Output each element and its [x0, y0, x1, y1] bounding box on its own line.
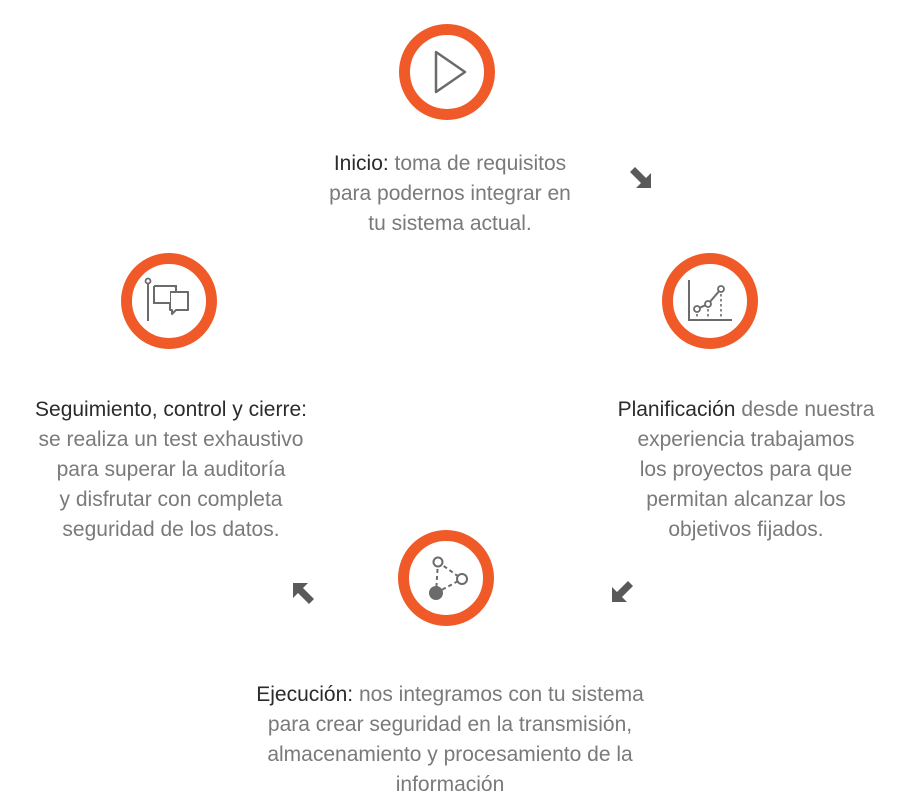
step-ejecucion-line: nos integramos con tu sistema — [353, 683, 644, 706]
step-ejecucion-line: almacenamiento y procesamiento de la — [267, 743, 633, 766]
step-inicio-ring — [399, 24, 495, 120]
step-seguimiento-line: y disfrutar con completa — [59, 488, 283, 511]
step-planificacion-heading: Planificación — [617, 398, 736, 421]
step-planificacion-ring — [662, 253, 758, 349]
arrow-up-left-icon — [293, 583, 314, 604]
step-seguimiento-ring — [121, 253, 217, 349]
play-icon — [434, 50, 467, 94]
step-ejecucion-text: Ejecución: nos integramos con tu sistema… — [220, 680, 680, 800]
network-nodes-icon — [429, 556, 468, 600]
step-planificacion-line: permitan alcanzar los — [646, 488, 846, 511]
step-seguimiento-line: para superar la auditoría — [56, 458, 286, 481]
step-inicio-line: toma de requisitos — [388, 152, 567, 175]
line-chart-icon — [688, 280, 732, 321]
step-planificacion-line: experiencia trabajamos — [637, 428, 855, 451]
step-seguimiento-text: Seguimiento, control y cierre: se realiz… — [0, 395, 342, 545]
step-planificacion-line: los proyectos para que — [639, 458, 853, 481]
step-inicio-line: para podernos integrar en — [329, 182, 571, 205]
step-inicio-line: tu sistema actual. — [368, 212, 532, 235]
step-inicio-heading: Inicio: — [333, 152, 389, 175]
step-inicio-text: Inicio: toma de requisitos para podernos… — [290, 149, 610, 239]
step-planificacion-line: desde nuestra — [735, 398, 875, 421]
step-ejecucion-ring — [398, 530, 494, 626]
step-ejecucion-heading: Ejecución: — [256, 683, 354, 706]
step-ejecucion-line: para crear seguridad en la transmisión, — [267, 713, 633, 736]
step-seguimiento-line: se realiza un test exhaustivo — [38, 428, 304, 451]
step-planificacion-text: Planificación desde nuestra experiencia … — [596, 395, 896, 545]
arrow-down-left-icon — [612, 581, 633, 602]
step-seguimiento-heading: Seguimiento, control y cierre: — [35, 398, 307, 421]
step-ejecucion-line: información — [395, 773, 505, 796]
step-seguimiento-line: seguridad de los datos. — [62, 518, 280, 541]
step-planificacion-line: objetivos fijados. — [668, 518, 824, 541]
arrow-down-right-icon — [630, 167, 651, 188]
flag-chat-icon — [144, 277, 189, 321]
